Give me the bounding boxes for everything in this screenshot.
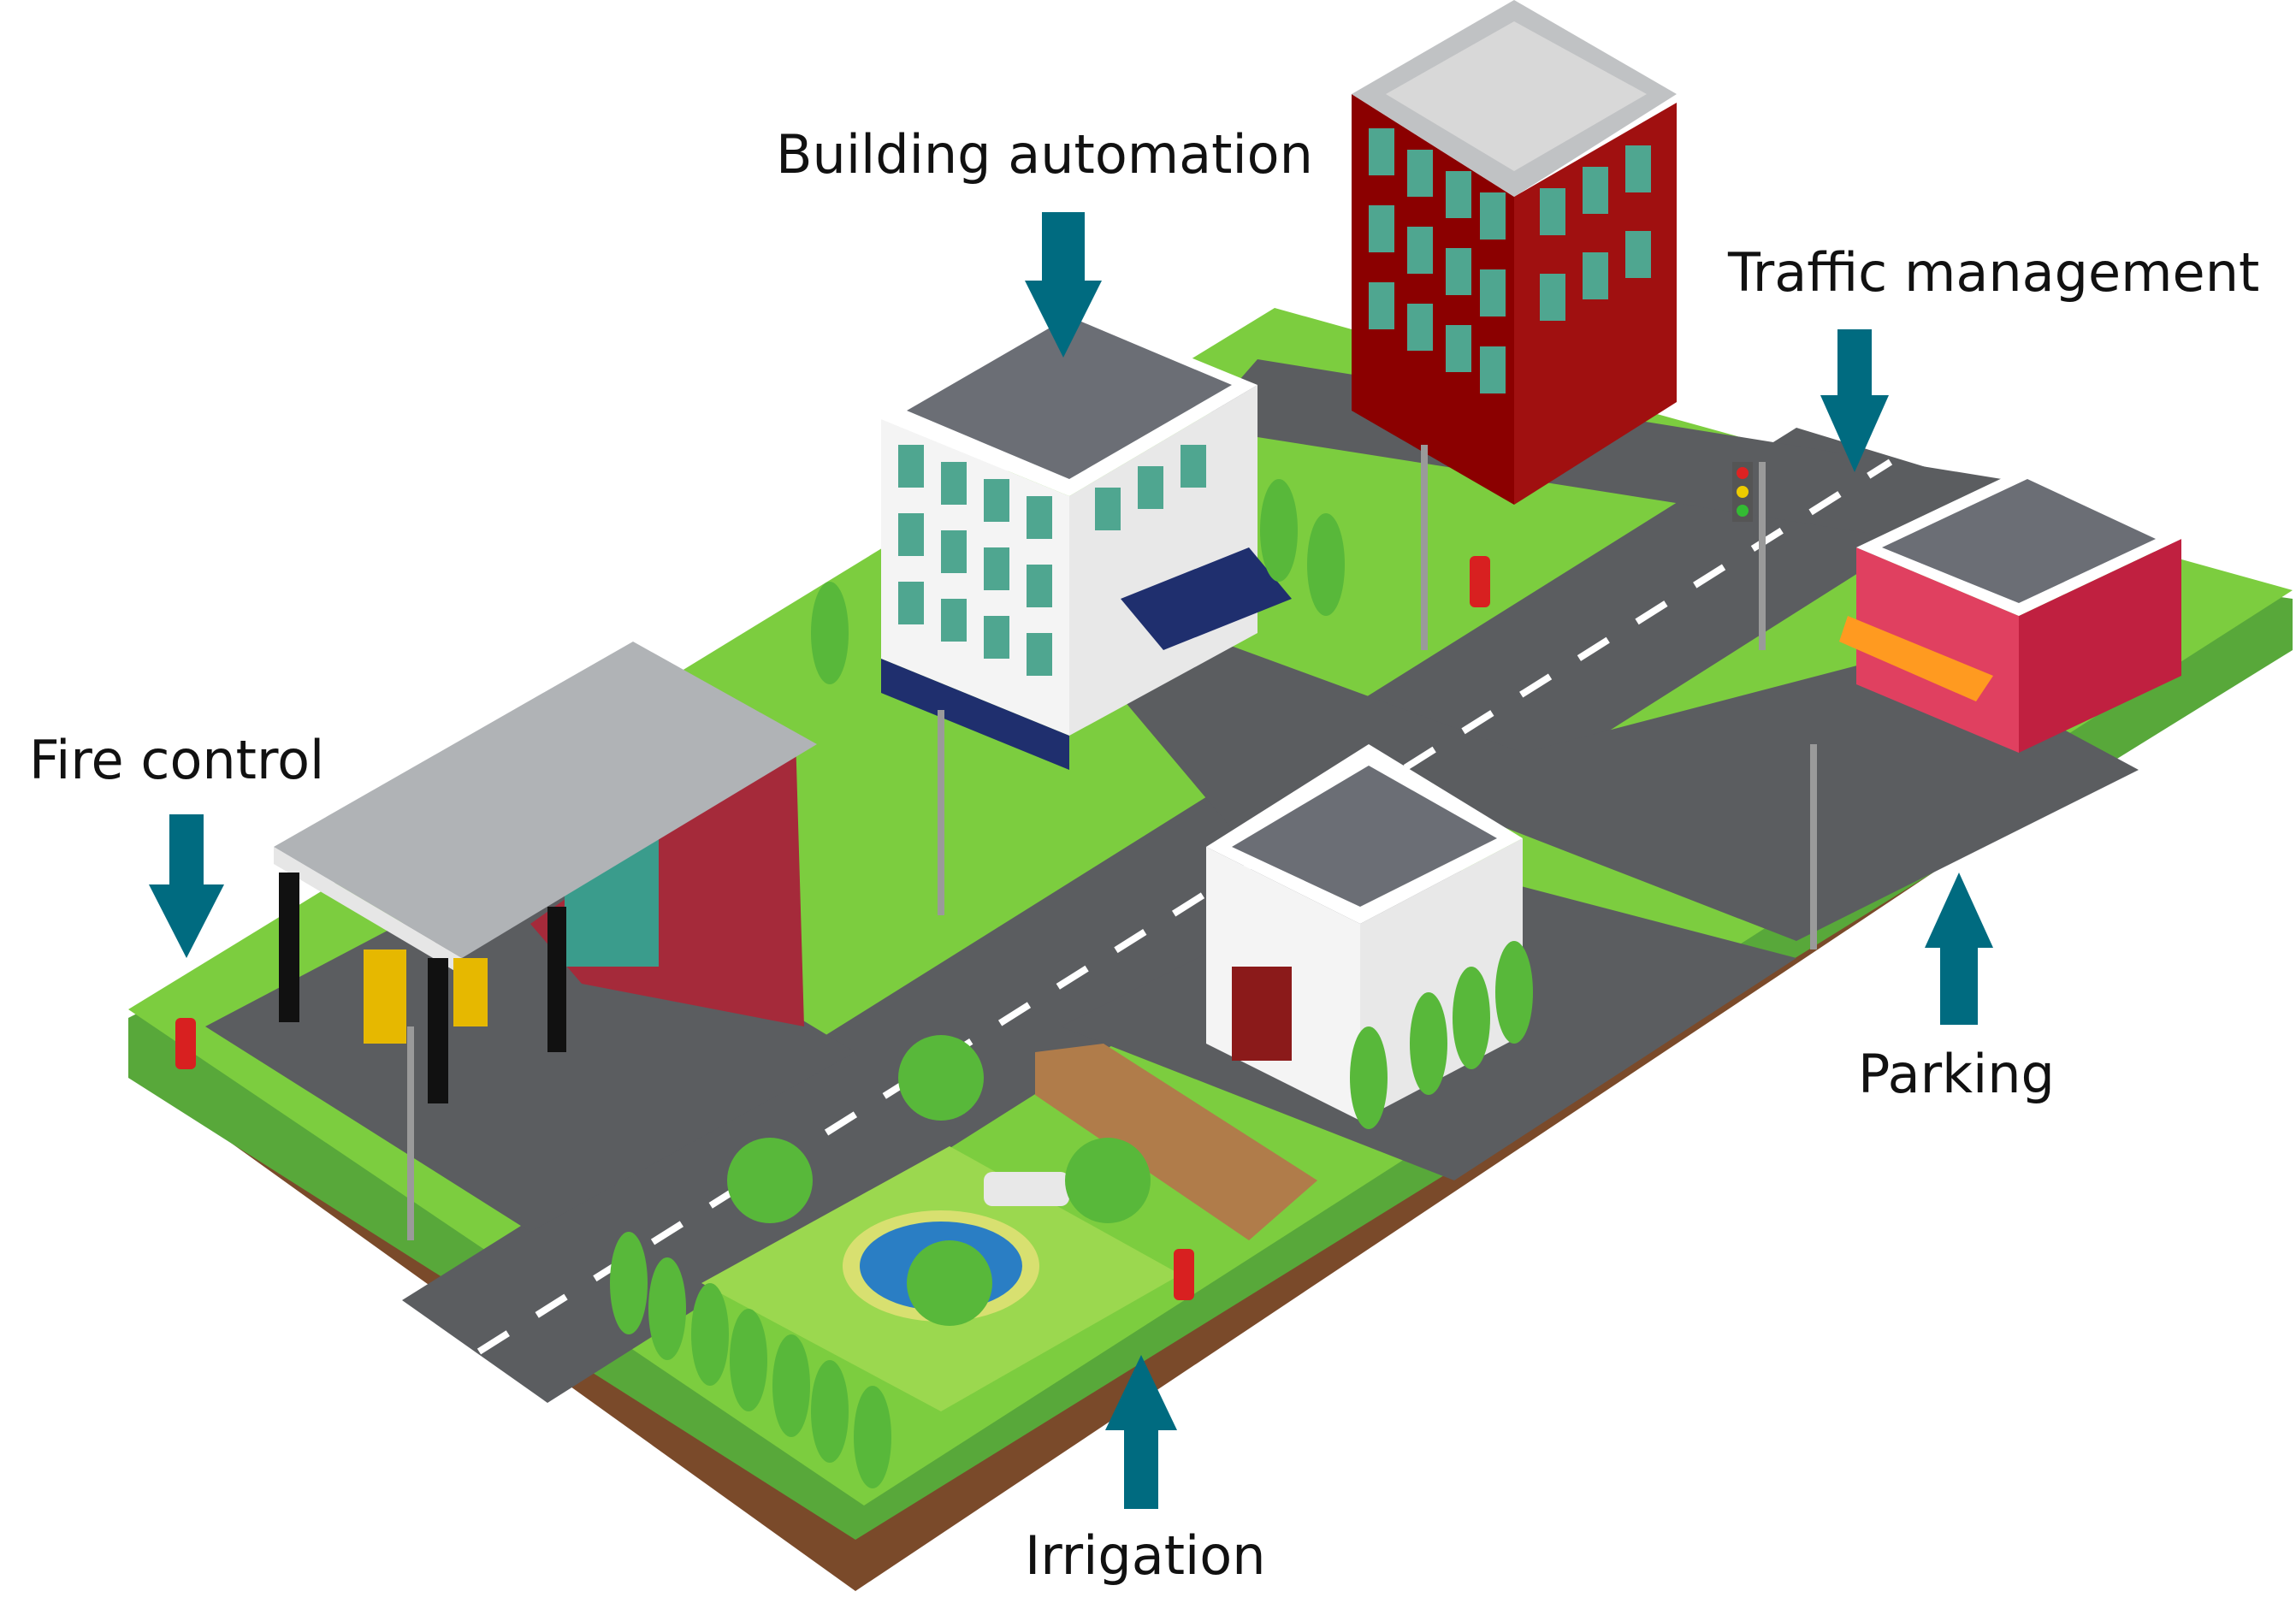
tree-icon bbox=[1065, 1138, 1151, 1223]
fire-hydrant-icon bbox=[1174, 1249, 1194, 1300]
tree-icon bbox=[772, 1334, 810, 1437]
callout-arrows bbox=[149, 212, 1993, 1509]
label-traffic-management: Traffic management bbox=[1728, 241, 2260, 304]
tree-icon bbox=[907, 1240, 992, 1326]
tree-icon bbox=[691, 1283, 729, 1386]
shop-building bbox=[1839, 466, 2181, 753]
tree-icon bbox=[730, 1309, 767, 1411]
label-fire-control: Fire control bbox=[29, 729, 325, 791]
street-lamps bbox=[407, 445, 1817, 1240]
fire-hydrants bbox=[175, 556, 1490, 1300]
fire-hydrant-icon bbox=[1470, 556, 1490, 607]
arrow-up-icon bbox=[1925, 873, 1993, 1025]
tree-icon bbox=[1350, 1026, 1388, 1129]
tree-icon bbox=[811, 1360, 849, 1463]
arrow-up-icon bbox=[1105, 1355, 1177, 1509]
tree-icon bbox=[1453, 967, 1490, 1069]
tree-icon bbox=[854, 1386, 891, 1488]
arrow-down-icon bbox=[1025, 212, 1102, 358]
fire-hydrant-icon bbox=[175, 1018, 196, 1069]
apartment-tower bbox=[1352, 0, 1677, 505]
office-building bbox=[881, 308, 1292, 770]
tree-icon bbox=[1307, 513, 1345, 616]
tree-icon bbox=[648, 1257, 686, 1360]
trees bbox=[610, 479, 1533, 1488]
label-irrigation: Irrigation bbox=[1025, 1524, 1266, 1587]
tree-icon bbox=[811, 582, 849, 684]
tree-icon bbox=[610, 1232, 648, 1334]
gas-station bbox=[274, 642, 817, 1103]
label-building-automation: Building automation bbox=[776, 123, 1313, 186]
bench-icon bbox=[984, 1172, 1069, 1206]
tree-icon bbox=[1410, 992, 1447, 1095]
fuel-pump-icon bbox=[364, 949, 406, 1044]
label-parking: Parking bbox=[1858, 1043, 2055, 1105]
tree-icon bbox=[727, 1138, 813, 1223]
planter bbox=[1035, 1044, 1317, 1240]
tree-icon bbox=[1495, 941, 1533, 1044]
arrow-down-icon bbox=[1820, 329, 1889, 472]
tree-icon bbox=[1260, 479, 1298, 582]
arrow-down-icon bbox=[149, 814, 224, 958]
traffic-light-icon bbox=[1732, 462, 1766, 650]
tree-icon bbox=[898, 1035, 984, 1121]
